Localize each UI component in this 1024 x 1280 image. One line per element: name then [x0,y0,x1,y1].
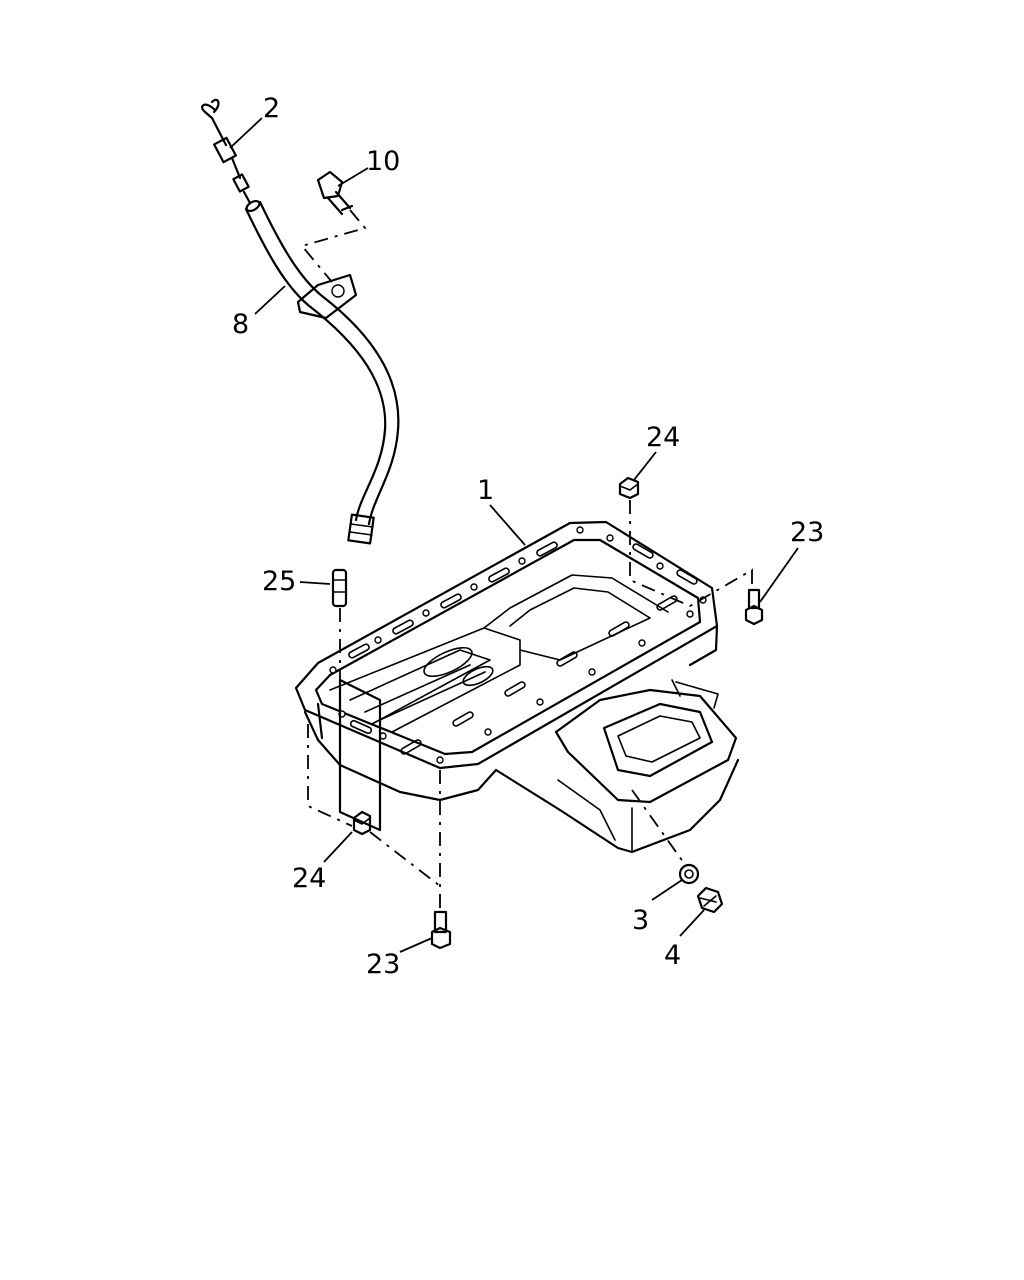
drain-washer-part [678,863,700,885]
callout-10: 10 [366,146,400,177]
alignment-line [300,209,367,283]
callout-1: 1 [477,475,494,506]
drain-plug-part [696,886,724,914]
leader-lines [229,117,799,953]
callout-24-top: 24 [646,422,680,453]
stud-part [331,568,348,608]
oil-pan-part [294,520,740,854]
alignment-line [631,789,687,867]
callout-25: 25 [262,566,296,597]
bolt-right-part [744,588,764,626]
callout-3: 3 [632,905,649,936]
alignment-line [629,500,753,608]
dipstick-handle-part [201,98,252,205]
callout-8: 8 [232,309,249,340]
callout-2: 2 [263,93,280,124]
flange-slots [329,526,707,764]
nut-bottom-part [352,810,372,836]
alignment-line [369,831,441,887]
dipstick-tube-part [244,199,400,545]
callout-23-right: 23 [790,517,824,548]
bolt-bottom-part [430,910,452,950]
callout-24-bottom: 24 [292,863,326,894]
nut-top-part [618,476,640,500]
alignment-line [307,724,353,827]
stud-locator [338,678,382,832]
tube-bolt-part [316,170,354,216]
callout-23-bottom: 23 [366,949,400,980]
callout-4: 4 [664,940,681,971]
